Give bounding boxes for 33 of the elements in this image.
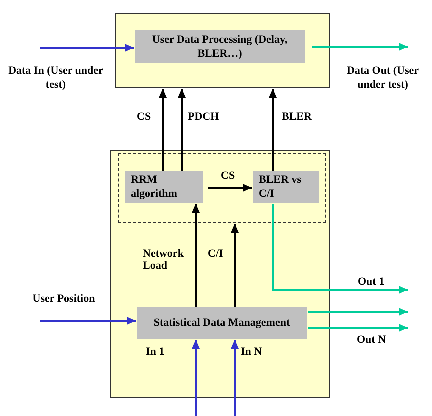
arrow bbox=[40, 317, 136, 325]
arrow bbox=[178, 89, 186, 171]
arrow bbox=[40, 44, 134, 52]
process-box: Statistical Data Management bbox=[137, 307, 307, 339]
arrow bbox=[272, 204, 408, 294]
edge-label: In N bbox=[240, 346, 264, 358]
process-box: RRM algorithm bbox=[125, 171, 203, 203]
edge-label: Out 1 bbox=[357, 276, 386, 288]
arrow bbox=[208, 184, 252, 192]
arrow bbox=[159, 89, 167, 171]
arrow bbox=[308, 324, 408, 332]
edge-label: CS bbox=[136, 111, 152, 123]
input-label: Data In (User under test) bbox=[0, 48, 112, 92]
process-box: BLER vs C/I bbox=[253, 171, 319, 203]
system-panel bbox=[115, 13, 330, 88]
group-frame bbox=[118, 153, 326, 223]
arrow bbox=[231, 224, 239, 307]
process-box: User Data Processing (Delay, BLER…) bbox=[135, 30, 305, 63]
edge-label: BLER bbox=[281, 111, 313, 123]
arrow bbox=[308, 308, 408, 316]
system-panel bbox=[110, 150, 330, 398]
arrow bbox=[231, 340, 239, 416]
input-label: User Position bbox=[15, 292, 113, 321]
edge-label: Out N bbox=[356, 334, 388, 346]
edge-label: C/I bbox=[207, 248, 224, 260]
edge-label: PDCH bbox=[187, 111, 220, 123]
edge-label: In 1 bbox=[145, 346, 166, 358]
arrow bbox=[192, 204, 200, 307]
arrow bbox=[312, 43, 408, 51]
output-label: Data Out (User under test) bbox=[334, 47, 432, 92]
arrow bbox=[269, 89, 277, 171]
arrow bbox=[192, 340, 200, 416]
edge-label: CS bbox=[220, 170, 236, 182]
